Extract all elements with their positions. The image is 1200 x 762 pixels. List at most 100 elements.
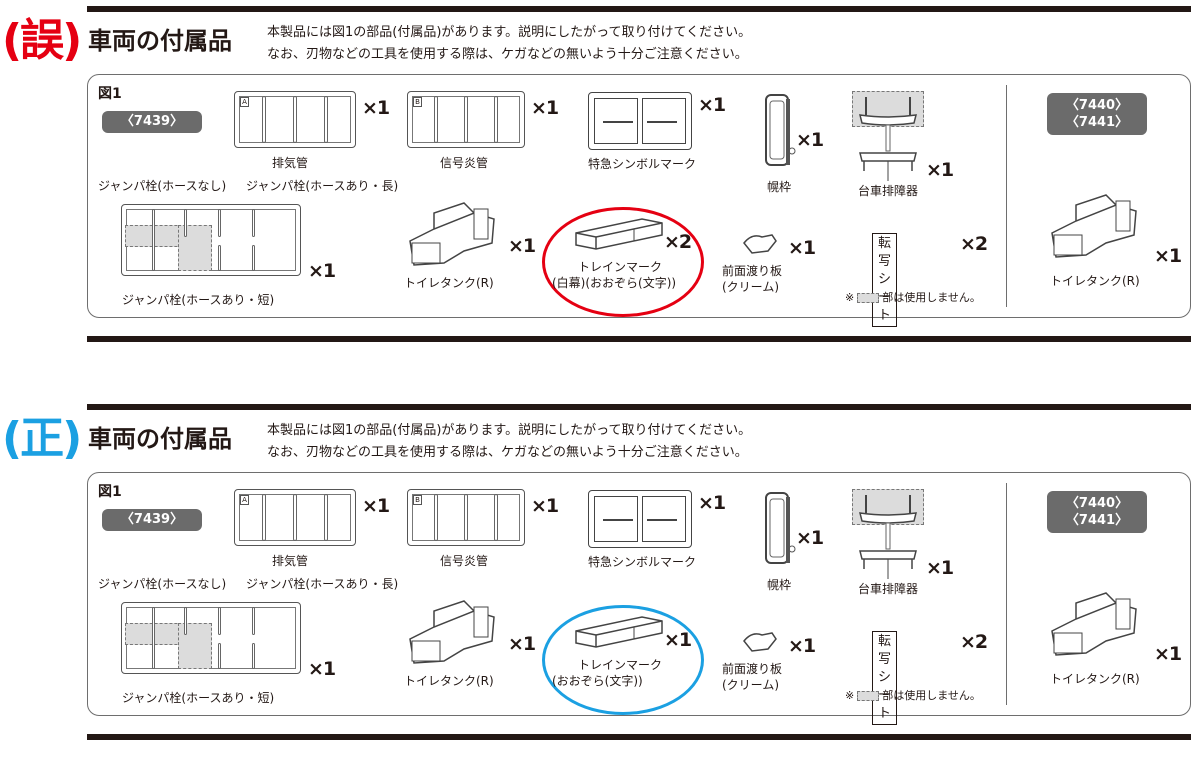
figure-panel: 図1 〈7439〉 A ×1 排気管 B ×1 信号炎管 <box>87 472 1191 725</box>
verdict-label: (正) <box>2 413 82 464</box>
transfer-sheet-icon: 転写シート <box>872 233 898 327</box>
qty: ×1 <box>508 633 536 655</box>
jumper-sprue-icon <box>121 204 301 276</box>
jumper-sprue-icon <box>121 602 301 674</box>
bottom-rule <box>87 336 1191 342</box>
part-label-line2: (おおぞら(文字)) <box>552 674 643 688</box>
part-label: 幌枠 <box>767 578 792 592</box>
sprue-b-icon: B <box>407 91 525 148</box>
part-label-line1: トレインマーク <box>578 658 663 672</box>
figure-label: 図1 <box>98 86 122 102</box>
panel-divider <box>1006 483 1007 705</box>
model-badge-7440-7441: 〈7440〉 〈7441〉 <box>1047 491 1147 533</box>
qty: ×1 <box>531 495 559 517</box>
qty: ×1 <box>362 495 390 517</box>
qty: ×1 <box>796 527 824 549</box>
section-heading: 車両の付属品 <box>88 27 232 55</box>
part-label-line2: (クリーム) <box>722 280 780 294</box>
unused-note: ※部は使用しません。 <box>845 291 981 304</box>
part-label: トイレタンク(R) <box>1050 672 1140 686</box>
figure-label: 図1 <box>98 484 122 500</box>
hood-frame-icon <box>765 492 796 564</box>
part-label: トイレタンク(R) <box>404 674 494 688</box>
jumper-label-short-hose: ジャンパ栓(ホースあり・短) <box>122 293 275 307</box>
part-label: 信号炎管 <box>440 156 489 170</box>
bogie-skirt-icon <box>859 495 917 579</box>
qty: ×1 <box>1154 245 1182 267</box>
part-label: トイレタンク(R) <box>1050 274 1140 288</box>
train-mark-icon <box>575 218 663 250</box>
highlight-ellipse <box>542 207 704 317</box>
part-label: 特急シンボルマーク <box>588 555 697 569</box>
jumper-label-short-hose: ジャンパ栓(ホースあり・短) <box>122 691 275 705</box>
jumper-label-long-hose: ジャンパ栓(ホースあり・長) <box>246 577 399 591</box>
toilet-tank-icon <box>1051 194 1137 258</box>
gangway-plate-icon <box>743 234 777 254</box>
bogie-skirt-icon <box>859 97 917 181</box>
part-label: 台車排障器 <box>858 184 919 198</box>
qty: ×1 <box>926 159 954 181</box>
symbol-mark-icon <box>588 92 692 150</box>
sprue-b-icon: B <box>407 489 525 546</box>
part-label: 幌枠 <box>767 180 792 194</box>
qty: ×1 <box>508 235 536 257</box>
train-mark-icon <box>575 616 663 648</box>
intro-text: 本製品には図1の部品(付属品)があります。説明にしたがって取り付けてください。 … <box>267 22 751 66</box>
jumper-label-no-hose: ジャンパ栓(ホースなし) <box>98 577 227 591</box>
toilet-tank-icon <box>409 202 495 266</box>
part-label: トイレタンク(R) <box>404 276 494 290</box>
sprue-a-icon: A <box>234 91 356 148</box>
model-badge-7440-7441: 〈7440〉 〈7441〉 <box>1047 93 1147 135</box>
top-rule <box>87 6 1191 12</box>
transfer-sheet-icon: 転写シート <box>872 631 898 725</box>
dashed-swatch-icon <box>857 293 880 303</box>
qty: ×1 <box>664 629 692 651</box>
intro-text: 本製品には図1の部品(付属品)があります。説明にしたがって取り付けてください。 … <box>267 420 751 464</box>
part-label: 信号炎管 <box>440 554 489 568</box>
section-heading: 車両の付属品 <box>88 425 232 453</box>
gangway-plate-icon <box>743 632 777 652</box>
qty: ×2 <box>664 231 692 253</box>
intro-line-1: 本製品には図1の部品(付属品)があります。説明にしたがって取り付けてください。 <box>267 423 752 438</box>
bottom-rule <box>87 734 1191 740</box>
intro-line-2: なお、刃物などの工具を使用する際は、ケガなどの無いよう十分ご注意ください。 <box>267 47 748 62</box>
qty: ×1 <box>796 129 824 151</box>
part-label: 排気管 <box>272 156 309 170</box>
qty: ×1 <box>788 237 816 259</box>
panel-divider <box>1006 85 1007 307</box>
part-label-line1: 前面渡り板 <box>722 662 783 676</box>
qty: ×1 <box>531 97 559 119</box>
part-label-line2: (白幕)(おおぞら(文字)) <box>552 276 677 290</box>
dashed-swatch-icon <box>857 691 880 701</box>
sprue-a-icon: A <box>234 489 356 546</box>
jumper-label-no-hose: ジャンパ栓(ホースなし) <box>98 179 227 193</box>
qty: ×1 <box>362 97 390 119</box>
qty: ×1 <box>308 260 336 282</box>
section-incorrect: (誤) 車両の付属品 本製品には図1の部品(付属品)があります。説明にしたがって… <box>0 0 1200 345</box>
intro-line-2: なお、刃物などの工具を使用する際は、ケガなどの無いよう十分ご注意ください。 <box>267 445 748 460</box>
model-badge-7439: 〈7439〉 <box>102 111 202 133</box>
unused-note: ※部は使用しません。 <box>845 689 981 702</box>
part-label-line2: (クリーム) <box>722 678 780 692</box>
model-badge-7439: 〈7439〉 <box>102 509 202 531</box>
qty: ×2 <box>960 233 988 255</box>
highlight-ellipse <box>542 605 704 715</box>
section-correct: (正) 車両の付属品 本製品には図1の部品(付属品)があります。説明にしたがって… <box>0 398 1200 743</box>
toilet-tank-icon <box>1051 592 1137 656</box>
qty: ×1 <box>1154 643 1182 665</box>
qty: ×1 <box>698 492 726 514</box>
qty: ×1 <box>926 557 954 579</box>
intro-line-1: 本製品には図1の部品(付属品)があります。説明にしたがって取り付けてください。 <box>267 25 752 40</box>
figure-panel: 図1 〈7439〉 A ×1 排気管 B ×1 信号炎管 <box>87 74 1191 327</box>
part-label-line1: トレインマーク <box>578 260 663 274</box>
qty: ×1 <box>698 94 726 116</box>
part-label: 排気管 <box>272 554 309 568</box>
toilet-tank-icon <box>409 600 495 664</box>
qty: ×2 <box>960 631 988 653</box>
jumper-label-long-hose: ジャンパ栓(ホースあり・長) <box>246 179 399 193</box>
hood-frame-icon <box>765 94 796 166</box>
symbol-mark-icon <box>588 490 692 548</box>
part-label: 台車排障器 <box>858 582 919 596</box>
part-label-line1: 前面渡り板 <box>722 264 783 278</box>
top-rule <box>87 404 1191 410</box>
